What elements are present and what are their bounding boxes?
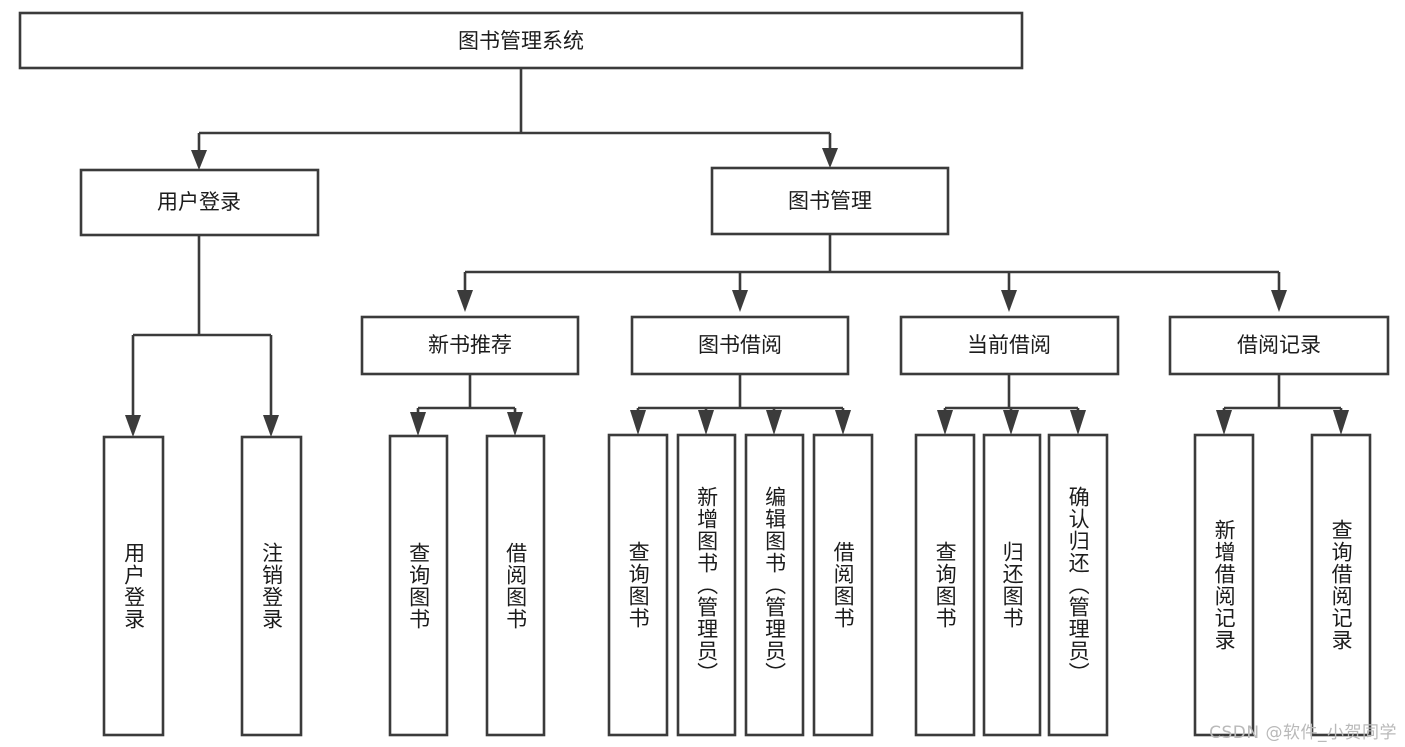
arrow-bm-to-newbook (457, 290, 473, 312)
node-leaf-add-book-box[interactable] (676, 433, 737, 737)
node-book-borrow-box (630, 315, 850, 376)
node-leaf-borrow-book-2-box[interactable] (812, 433, 874, 737)
arrow-borrow-to-leaf2 (698, 410, 714, 435)
node-leaf-add-record-box[interactable] (1193, 433, 1255, 737)
arrow-record-to-leaf1 (1216, 410, 1232, 435)
node-book-manage-box (710, 166, 950, 236)
arrow-borrow-to-leaf1 (630, 410, 646, 435)
node-leaf-confirm-return-box[interactable] (1047, 433, 1109, 737)
node-current-borrow-box (899, 315, 1120, 376)
arrow-newbook-to-leaf2 (507, 412, 523, 436)
arrow-current-to-leaf3 (1070, 410, 1086, 435)
arrow-borrow-to-leaf3 (766, 410, 782, 435)
arrow-bm-to-current (1001, 290, 1017, 312)
node-current-borrow[interactable]: 当前借阅 (899, 315, 1120, 376)
node-root-box (18, 11, 1024, 70)
node-leaf-logout-box[interactable] (240, 435, 303, 737)
node-leaf-query-book-1-box[interactable] (388, 434, 449, 737)
node-borrow-record-box (1168, 315, 1390, 376)
watermark-text: CSDN @软件_小贺同学 (1209, 723, 1397, 743)
arrow-user-login-to-leaf2 (263, 415, 279, 437)
arrow-root-to-book-manage (822, 148, 838, 168)
node-user-login[interactable]: 用户登录 (79, 168, 320, 237)
arrow-record-to-leaf2 (1333, 410, 1349, 435)
node-book-borrow-label: 图书借阅 (698, 333, 782, 357)
arrow-bm-to-borrow (732, 290, 748, 312)
node-leaf-query-record-box[interactable] (1310, 433, 1372, 737)
node-new-book-rec[interactable]: 新书推荐 (360, 315, 580, 376)
arrow-bm-to-record (1271, 290, 1287, 312)
node-leaf-edit-book-box[interactable] (744, 433, 805, 737)
node-new-book-rec-label: 新书推荐 (428, 333, 512, 357)
arrow-user-login-to-leaf1 (125, 415, 141, 437)
node-user-login-label: 用户登录 (157, 190, 241, 214)
arrow-current-to-leaf1 (937, 410, 953, 435)
node-leaf-return-book-box[interactable] (982, 433, 1042, 737)
node-leaf-query-book-2-box[interactable] (607, 433, 669, 737)
node-user-login-box (79, 168, 320, 237)
arrow-root-to-user-login (191, 150, 207, 170)
node-root-label: 图书管理系统 (458, 29, 584, 53)
node-book-manage-label: 图书管理 (788, 189, 872, 213)
node-borrow-record-label: 借阅记录 (1237, 333, 1321, 357)
arrow-borrow-to-leaf4 (835, 410, 851, 435)
node-leaf-user-login-box[interactable] (102, 435, 165, 737)
node-book-manage[interactable]: 图书管理 (710, 166, 950, 236)
arrow-current-to-leaf2 (1003, 410, 1019, 435)
node-new-book-rec-box (360, 315, 580, 376)
arrow-newbook-to-leaf1 (410, 412, 426, 436)
node-borrow-record[interactable]: 借阅记录 (1168, 315, 1390, 376)
node-leaf-query-book-3-box[interactable] (914, 433, 976, 737)
node-current-borrow-label: 当前借阅 (967, 333, 1051, 357)
node-root[interactable]: 图书管理系统 (18, 11, 1024, 70)
node-leaf-borrow-book-1-box[interactable] (485, 434, 546, 737)
node-book-borrow[interactable]: 图书借阅 (630, 315, 850, 376)
